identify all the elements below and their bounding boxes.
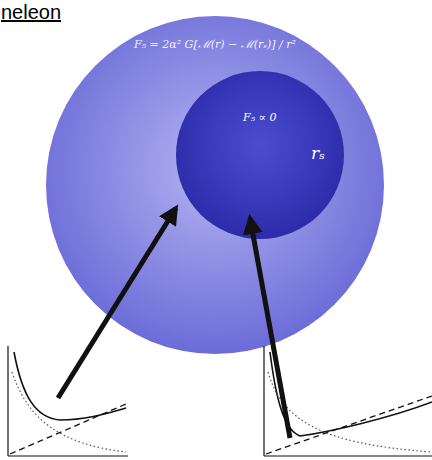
outer-sphere: F₅ = 2α² G[ℳ(r) − ℳ(rₛ)] / r² F₅ ∝ 0 rₛ [45,15,385,355]
radius-label: rₛ [311,144,325,163]
inner-sphere: F₅ ∝ 0 rₛ [175,70,345,240]
profile-plot-right [264,346,432,456]
node-label: F₅ = 2α² G[ℳ(r) − ℳ(rₛ)] / r² [134,39,296,51]
profile-plot-left [8,346,128,456]
sphere-shape [45,15,385,355]
node-label: F₅ ∝ 0 [243,112,276,124]
title: neleon [1,1,61,24]
